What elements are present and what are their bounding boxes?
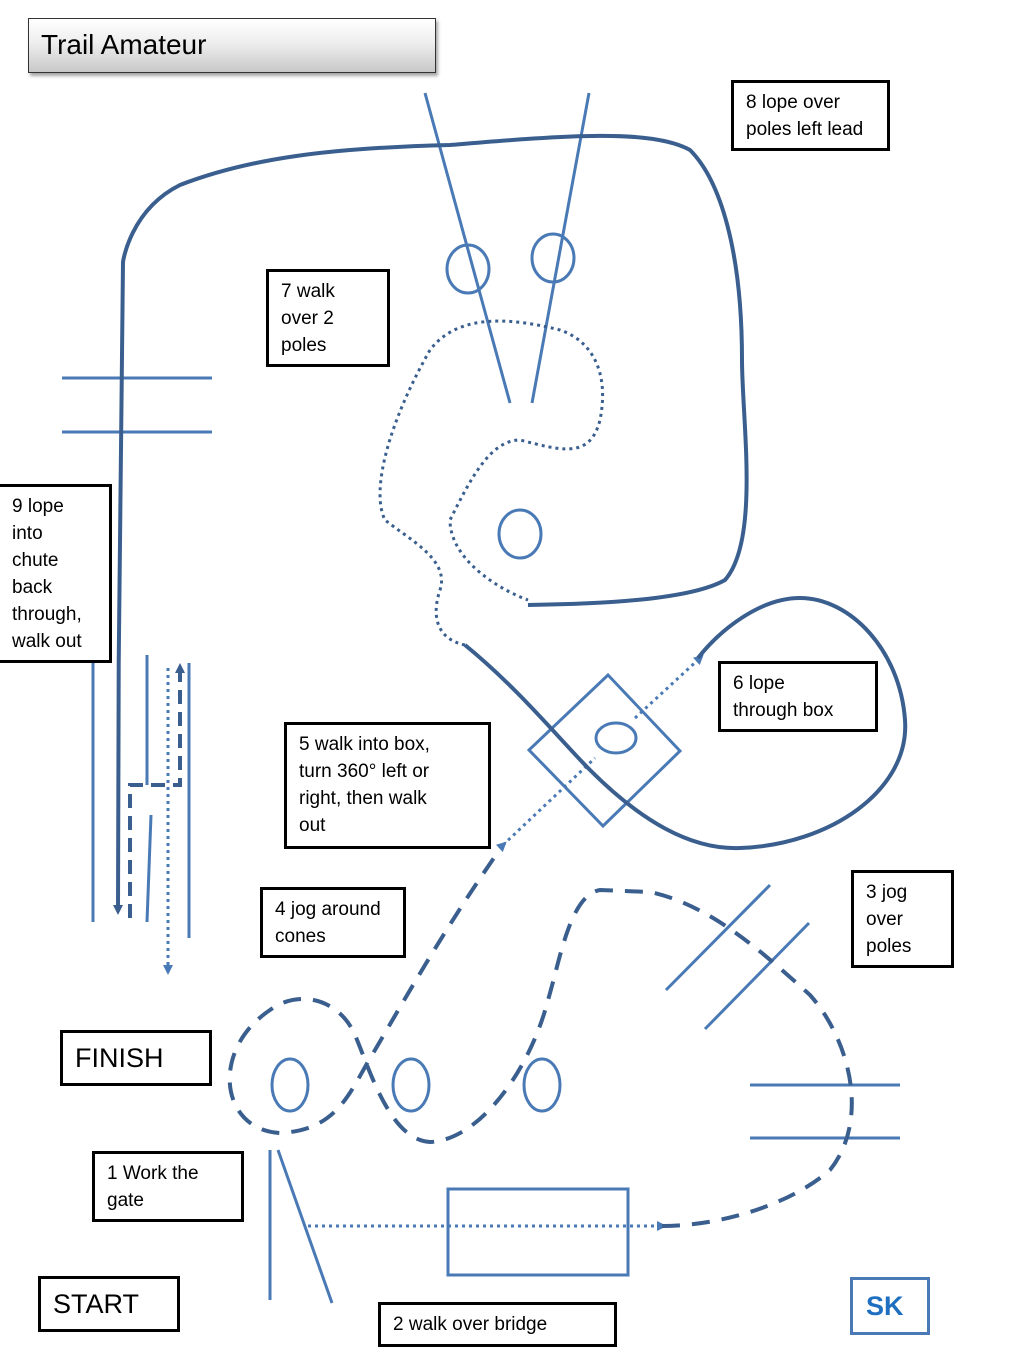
step-7-label: 7 walk over 2 poles: [266, 269, 390, 367]
box-cone: [594, 721, 638, 755]
path-jog: [227, 843, 854, 1228]
path-box-exit: [633, 654, 704, 720]
center-cone: [497, 508, 543, 560]
path-walkover: [378, 319, 605, 647]
chute-wall-center-lower: [145, 814, 153, 923]
finish-label: FINISH: [60, 1030, 212, 1086]
walk-pole-right: [530, 92, 591, 404]
step-2-label: 2 walk over bridge: [378, 1302, 617, 1347]
cone-2: [391, 1057, 431, 1113]
step-9-label: 9 lope into chute back through, walk out: [0, 484, 112, 663]
obstacles: [62, 92, 900, 1304]
course-path: [113, 133, 908, 1231]
turn-box: [526, 672, 683, 829]
jog-pole-2: [703, 921, 811, 1031]
bridge: [446, 1187, 630, 1277]
step-5-label: 5 walk into box, turn 360° left or right…: [284, 722, 491, 849]
page-title: Trail Amateur: [28, 18, 436, 73]
start-label: START: [38, 1276, 180, 1332]
path-lope-loop: [463, 595, 908, 851]
path-box-entry: [495, 756, 597, 853]
gate-swing: [276, 1149, 334, 1304]
path-lope-poles: [113, 133, 749, 915]
step-1-label: 1 Work the gate: [92, 1151, 244, 1222]
step-4-label: 4 jog around cones: [260, 887, 406, 958]
step-8-label: 8 lope over poles left lead: [731, 80, 890, 151]
step-6-label: 6 lope through box: [718, 661, 878, 732]
pole-cone-right: [530, 232, 576, 284]
cone-3: [522, 1057, 562, 1113]
path-chute-back: [128, 663, 185, 918]
step-3-label: 3 jog over poles: [851, 870, 954, 968]
cone-1: [270, 1057, 310, 1113]
jog-pole-1: [664, 883, 772, 992]
pole-cone-left: [445, 243, 491, 295]
signature-mark: SK: [850, 1277, 930, 1335]
